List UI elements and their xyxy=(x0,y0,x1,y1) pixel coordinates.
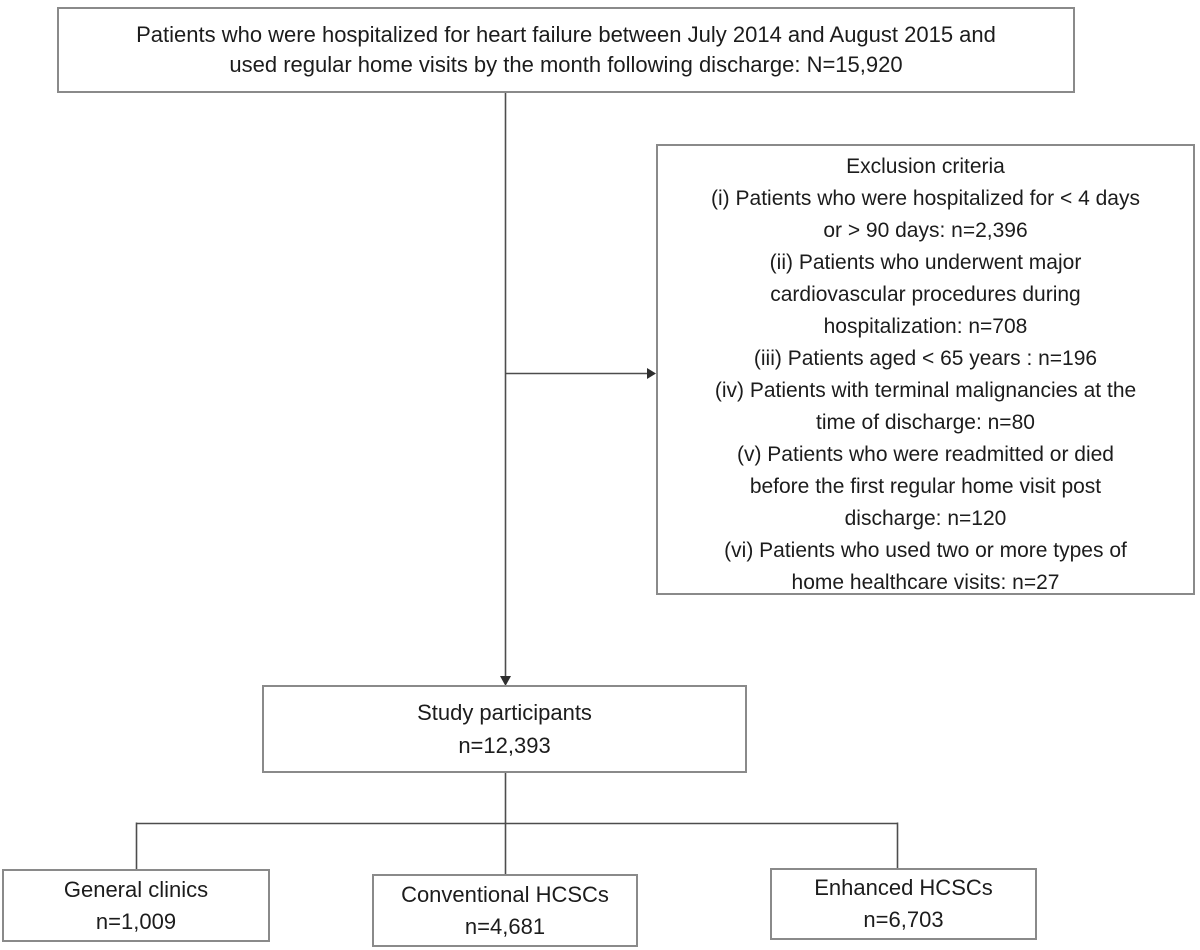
cohort-source-text: Patients who were hospitalized for heart… xyxy=(136,22,996,77)
group-label: Conventional HCSCs xyxy=(401,881,609,907)
exclusion-item-2: (ii) Patients who underwent major cardio… xyxy=(769,251,1082,338)
exclusion-criteria-title: Exclusion criteria xyxy=(846,155,1005,178)
group-box-general-clinics: General clinics n=1,009 xyxy=(2,869,270,942)
exclusion-item-4: (iv) Patients with terminal malignancies… xyxy=(714,379,1137,434)
group-box-conventional-hcscs: Conventional HCSCs n=4,681 xyxy=(372,874,638,947)
group-label: Enhanced HCSCs xyxy=(814,875,993,900)
study-participants-box: Study participants n=12,393 xyxy=(262,685,747,773)
group-count: n=1,009 xyxy=(95,908,177,934)
exclusion-item-3: (iii) Patients aged < 65 years : n=196 xyxy=(753,347,1098,370)
exclusion-criteria-box: Exclusion criteria (i) Patients who were… xyxy=(656,144,1195,595)
exclusion-item-5: (v) Patients who were readmitted or died… xyxy=(736,443,1114,530)
exclusion-item-1: (i) Patients who were hospitalized for <… xyxy=(711,187,1140,242)
study-participants-label: Study participants xyxy=(417,700,592,725)
group-count: n=6,703 xyxy=(863,907,944,932)
group-count: n=4,681 xyxy=(464,913,546,939)
study-participants-count: n=12,393 xyxy=(458,733,551,758)
group-label: General clinics xyxy=(63,876,209,902)
exclusion-item-6: (vi) Patients who used two or more types… xyxy=(724,539,1127,594)
arrowhead-into-exclusion-box xyxy=(647,368,656,379)
group-box-enhanced-hcscs: Enhanced HCSCs n=6,703 xyxy=(770,868,1037,940)
cohort-source-box: Patients who were hospitalized for heart… xyxy=(57,7,1075,93)
